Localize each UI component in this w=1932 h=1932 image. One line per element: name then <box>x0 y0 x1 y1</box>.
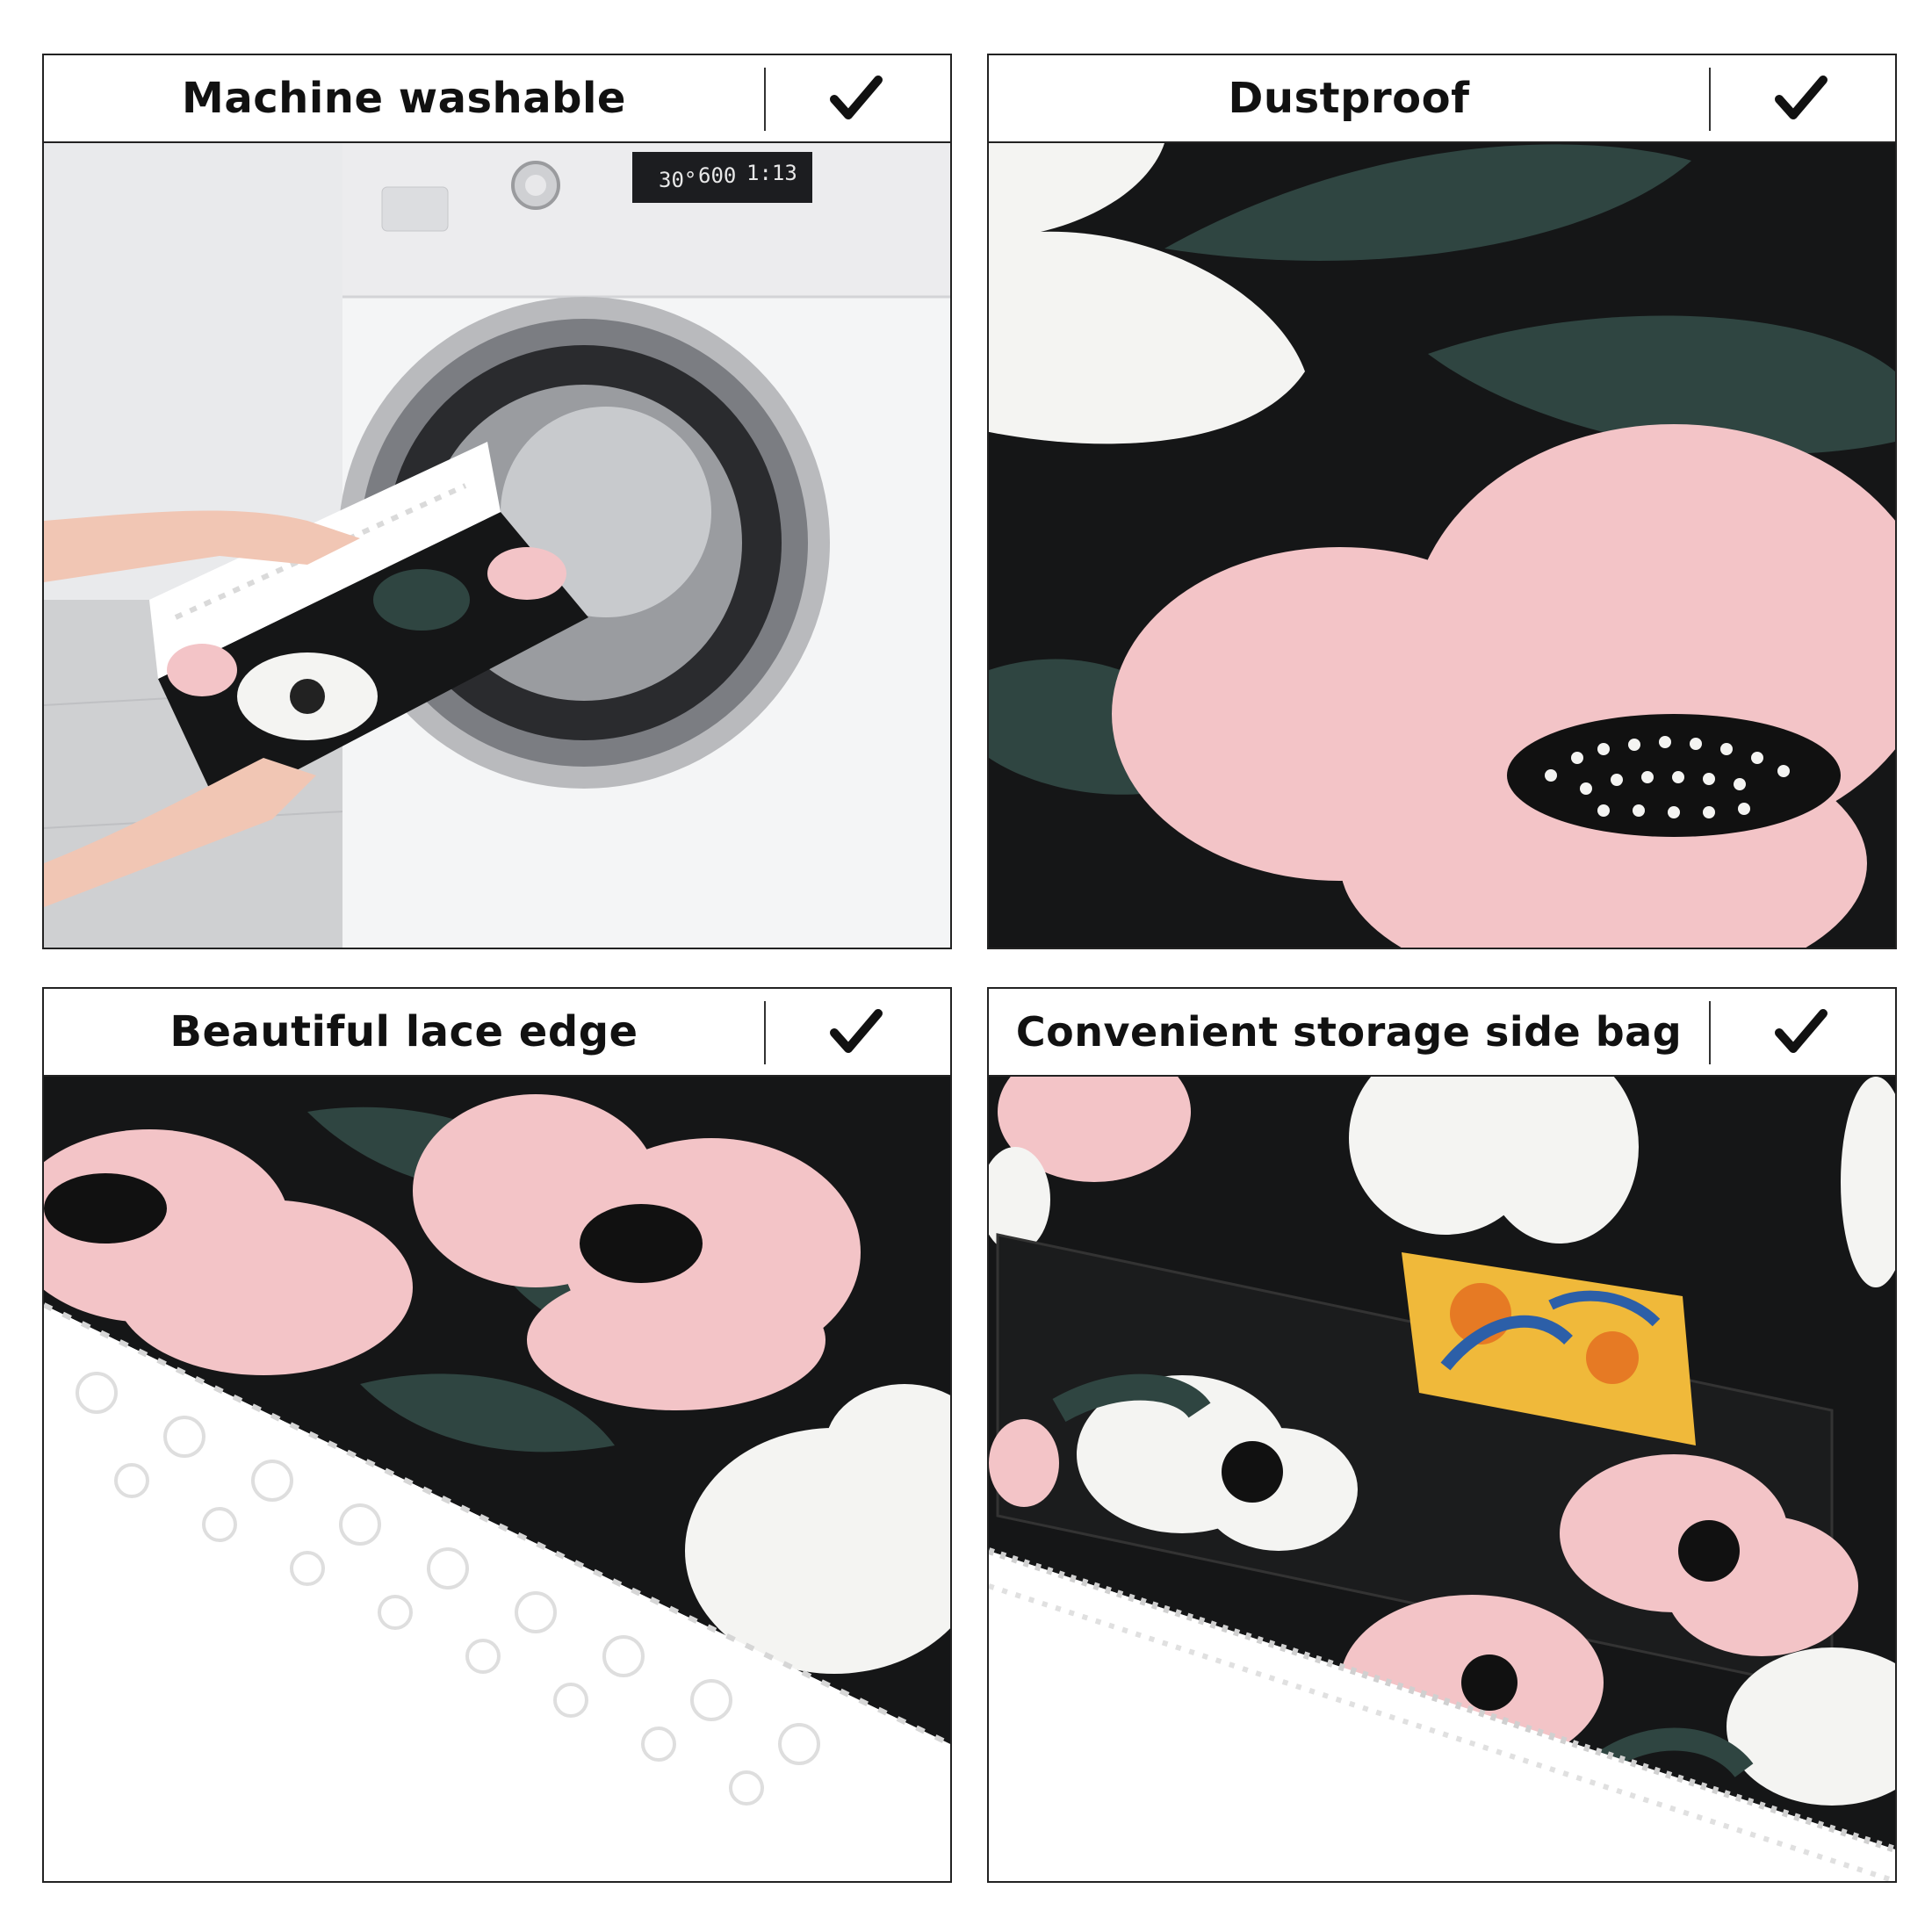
checkmark-icon <box>1775 1009 1827 1053</box>
panel-header: Dustproof <box>989 55 1895 143</box>
panel-lace-edge: Beautiful lace edge <box>42 987 952 1883</box>
panel-header: Machine washable <box>44 55 950 143</box>
lace-edge-closeup <box>44 1077 950 1881</box>
panel-storage-side-bag: Convenient storage side bag <box>987 987 1897 1883</box>
panel-title: Beautiful lace edge <box>169 1007 638 1056</box>
header-divider <box>1709 68 1711 131</box>
washing-machine-photo: 30° 600 1:13 <box>44 143 950 948</box>
display-time: 1:13 <box>746 161 797 185</box>
panel-machine-washable: Machine washable 30° 600 1:13 <box>42 54 952 949</box>
header-divider <box>1709 1001 1711 1064</box>
header-divider <box>764 1001 766 1064</box>
panel-title: Dustproof <box>1228 74 1470 123</box>
panel-dustproof: Dustproof <box>987 54 1897 949</box>
panel-title: Convenient storage side bag <box>1015 1008 1683 1056</box>
panel-title: Machine washable <box>182 74 626 123</box>
display-temp: 30° <box>659 168 696 192</box>
floral-fabric-closeup <box>989 143 1895 948</box>
header-divider <box>764 68 766 131</box>
panel-header: Beautiful lace edge <box>44 989 950 1077</box>
display-speed: 600 <box>698 163 736 188</box>
panel-header: Convenient storage side bag <box>989 989 1895 1077</box>
checkmark-icon <box>830 1009 883 1053</box>
checkmark-icon <box>830 76 883 119</box>
side-bag-closeup <box>989 1077 1895 1881</box>
checkmark-icon <box>1775 76 1827 119</box>
